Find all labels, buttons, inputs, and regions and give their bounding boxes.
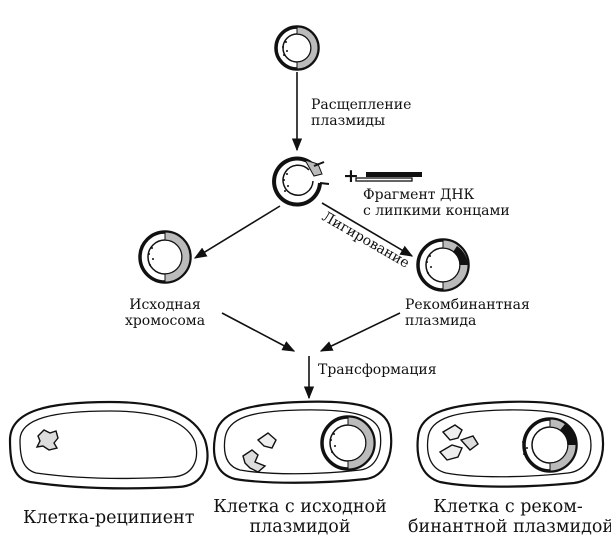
cell-recombinant (416, 400, 604, 488)
label-fragment: Фрагмент ДНК с липкими концами (363, 187, 510, 220)
label-cell-original: Клетка с исходной плазмидой (213, 497, 387, 538)
cell-original (212, 400, 393, 484)
arrow-recombinant-to-center (319, 312, 401, 352)
label-original-chromosome: Исходная хромосома (124, 297, 206, 330)
arrow-ligation (321, 202, 414, 257)
label-plus: + (343, 165, 359, 187)
label-transformation: Трансформация (318, 362, 437, 378)
arrow-to-original (193, 205, 281, 259)
dna-fragment (355, 172, 422, 182)
cell-recipient (8, 400, 209, 490)
plasmid-top (274, 25, 320, 71)
label-cell-recombinant: Клетка с реком- бинантной плазмидой (408, 497, 611, 538)
label-cell-recipient: Клетка-реципиент (23, 508, 195, 528)
arrow-original-to-center (221, 312, 296, 352)
label-recombinant-plasmid: Рекомбинантная плазмида (405, 297, 530, 330)
plasmid-cleaved (272, 156, 330, 207)
plasmid-recombinant (416, 238, 470, 292)
plasmid-original (138, 230, 192, 284)
label-cleavage: Расщепление плазмиды (311, 97, 412, 130)
